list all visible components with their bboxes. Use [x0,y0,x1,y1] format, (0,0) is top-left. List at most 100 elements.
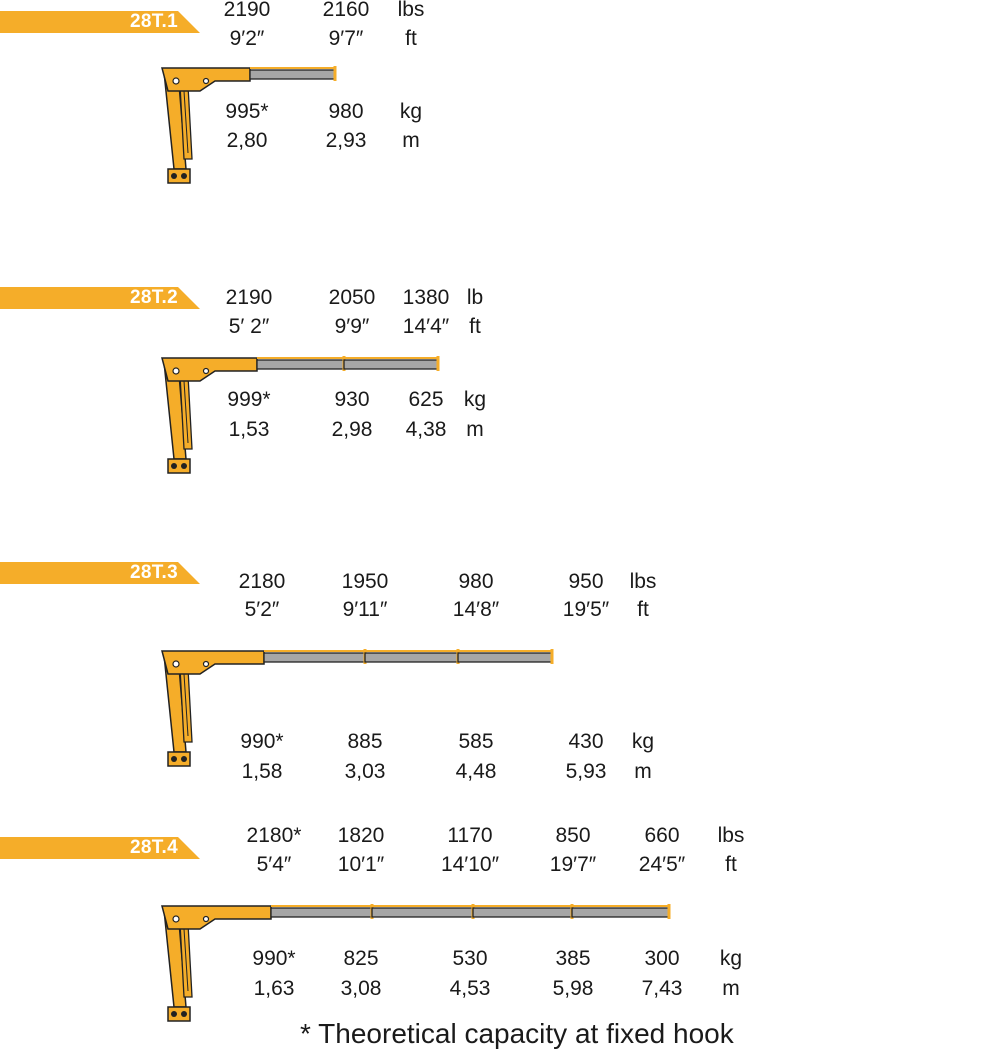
kg-value: 990* [252,947,296,970]
ft-value: 9′9″ [334,315,370,338]
kg-value: 430 [568,730,604,753]
kg-value: 999* [227,388,271,411]
crane-extension-1 [256,359,345,370]
crane-extension-1 [263,652,366,663]
crane-extension-1 [249,69,336,80]
lbs-value: 2050 [328,286,376,309]
config-label: 28T.4 [130,837,178,858]
m-value: 7,43 [641,977,683,1000]
kg-value: 300 [644,947,680,970]
crane-extension-3 [457,652,553,663]
ft-value: 9′2″ [229,27,265,50]
lbs-value: 2160 [322,0,370,21]
m-value: 5,93 [565,760,607,783]
ft-unit: ft [405,27,417,50]
crane-extension-4 [571,907,670,918]
ft-value: 5′2″ [244,598,280,621]
config-tag: 28T.2 [0,287,200,309]
m-value: 4,53 [449,977,491,1000]
lbs-value: 1380 [402,286,450,309]
config-tag: 28T.3 [0,562,200,584]
kg-value: 930 [334,388,370,411]
ft-value: 9′11″ [342,598,388,621]
ft-value: 24′5″ [638,853,686,876]
m-unit: m [722,977,740,1000]
ft-value: 19′5″ [562,598,610,621]
m-value: 4,48 [455,760,497,783]
config-tag: 28T.4 [0,837,200,859]
lbs-value: 2190 [223,0,271,21]
kg-value: 995* [225,100,269,123]
m-unit: m [402,129,420,152]
kg-value: 625 [408,388,444,411]
lbs-value: 660 [644,824,680,847]
crane-extension-1 [270,907,373,918]
m-unit: m [634,760,652,783]
m-value: 3,03 [344,760,386,783]
lbs-unit: lbs [397,0,425,21]
config-label: 28T.1 [130,11,178,32]
config-label: 28T.3 [130,562,178,583]
kg-value: 990* [240,730,284,753]
ft-unit: ft [637,598,649,621]
config-label: 28T.2 [130,287,178,308]
m-value: 1,63 [253,977,295,1000]
lbs-value: 1820 [337,824,385,847]
lbs-value: 1950 [341,570,389,593]
ft-value: 5′4″ [256,853,292,876]
lbs-value: 950 [568,570,604,593]
crane-extension-3 [472,907,573,918]
kg-value: 585 [458,730,494,753]
kg-unit: kg [719,947,743,970]
kg-unit: kg [631,730,655,753]
m-unit: m [466,418,484,441]
crane-extension-2 [371,907,474,918]
lbs-value: 980 [458,570,494,593]
ft-unit: ft [469,315,481,338]
kg-value: 825 [343,947,379,970]
m-value: 2,98 [331,418,373,441]
crane-extension-2 [343,359,439,370]
m-value: 2,80 [226,129,268,152]
m-value: 1,53 [228,418,270,441]
lbs-unit: lbs [629,570,657,593]
lbs-value: 850 [555,824,591,847]
crane-base [167,1006,191,1022]
m-value: 5,98 [552,977,594,1000]
ft-value: 14′4″ [402,315,450,338]
ft-value: 10′1″ [337,853,385,876]
crane-extension-2 [364,652,459,663]
m-value: 3,08 [340,977,382,1000]
crane-base [167,751,191,767]
crane-illustration-3 [161,649,554,767]
ft-value: 5′ 2″ [228,315,270,338]
ft-value: 14′10″ [440,853,500,876]
crane-base [167,168,191,184]
kg-unit: kg [463,388,487,411]
m-value: 4,38 [405,418,447,441]
config-tag: 28T.1 [0,11,200,33]
footnote: * Theoretical capacity at fixed hook [300,1018,734,1049]
crane-base [167,458,191,474]
lbs-value: 2180* [246,824,302,847]
ft-unit: ft [725,853,737,876]
kg-value: 980 [328,100,364,123]
kg-unit: kg [399,100,423,123]
m-value: 2,93 [325,129,367,152]
lbs-unit: lb [466,286,484,309]
m-value: 1,58 [241,760,283,783]
kg-value: 530 [452,947,488,970]
lbs-value: 1170 [447,824,493,847]
ft-value: 9′7″ [328,27,364,50]
lbs-value: 2180 [238,570,286,593]
kg-value: 885 [347,730,383,753]
ft-value: 19′7″ [549,853,597,876]
ft-value: 14′8″ [452,598,500,621]
crane-illustration-4 [161,904,671,1022]
kg-value: 385 [555,947,591,970]
lbs-value: 2190 [225,286,273,309]
crane-illustration-1 [161,66,337,184]
crane-illustration-2 [161,356,440,474]
lbs-unit: lbs [717,824,745,847]
